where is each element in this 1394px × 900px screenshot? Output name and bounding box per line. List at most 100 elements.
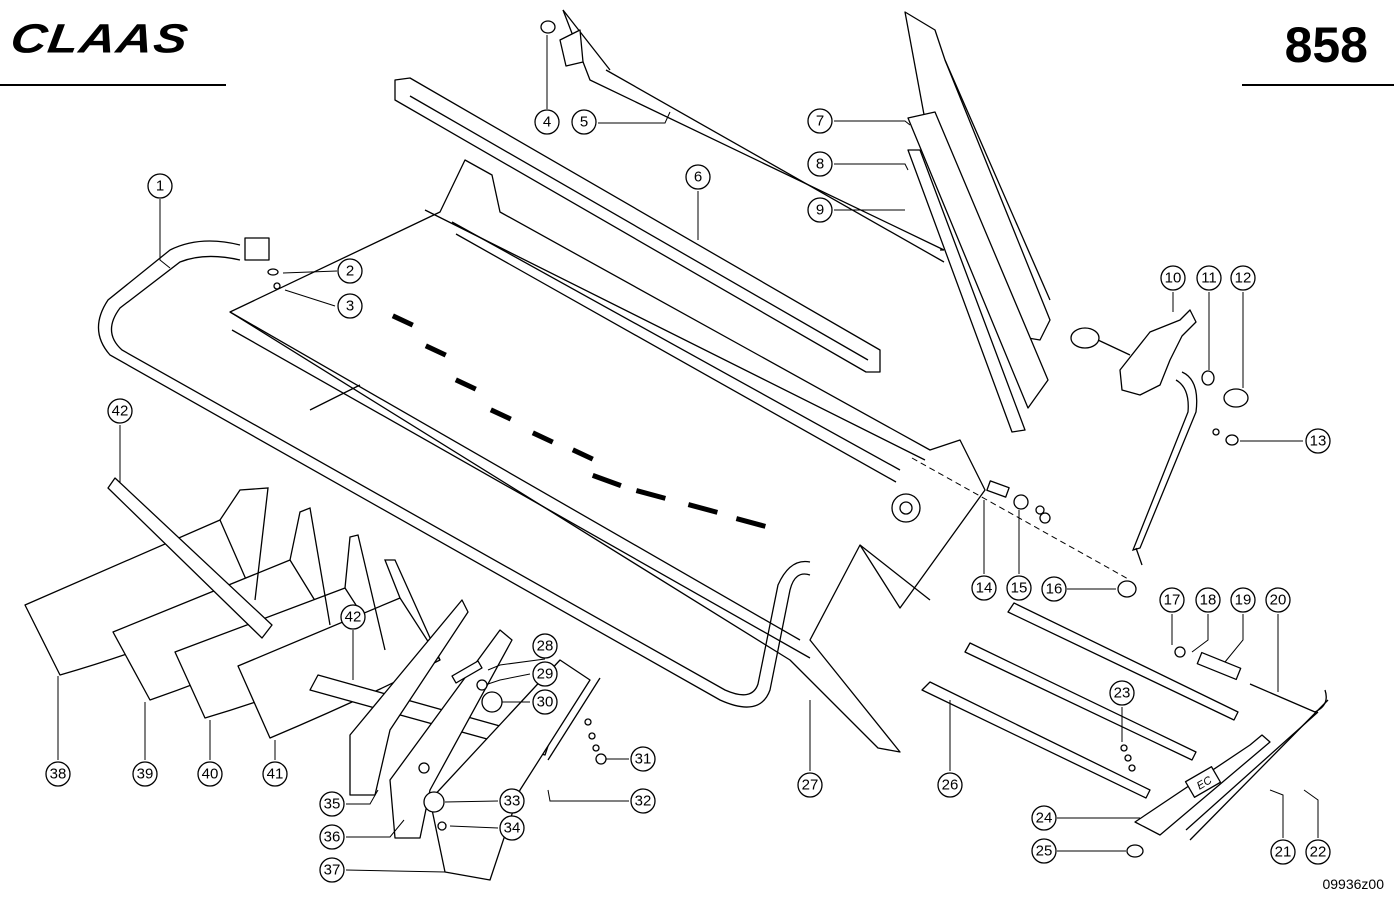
part-24-bracket: EC bbox=[1134, 734, 1271, 836]
callout-9: 9 bbox=[807, 197, 833, 223]
callout-22: 22 bbox=[1305, 839, 1331, 865]
part-26-strip bbox=[921, 681, 1151, 799]
callout-20: 20 bbox=[1265, 587, 1291, 613]
callout-10: 10 bbox=[1160, 265, 1186, 291]
svg-text:28: 28 bbox=[537, 638, 554, 655]
chute-slots bbox=[391, 313, 767, 529]
callout-32: 32 bbox=[630, 788, 656, 814]
svg-text:42: 42 bbox=[345, 609, 362, 626]
callout-2: 2 bbox=[337, 258, 363, 284]
callout-23: 23 bbox=[1109, 680, 1135, 706]
part-13-screw bbox=[1212, 428, 1239, 446]
svg-text:20: 20 bbox=[1270, 592, 1287, 609]
callout-27: 27 bbox=[797, 772, 823, 798]
svg-text:15: 15 bbox=[1011, 580, 1028, 597]
svg-text:2: 2 bbox=[346, 263, 354, 280]
callout-7: 7 bbox=[807, 108, 833, 134]
svg-text:21: 21 bbox=[1275, 844, 1292, 861]
svg-text:14: 14 bbox=[976, 580, 993, 597]
svg-text:31: 31 bbox=[635, 751, 652, 768]
callout-3: 3 bbox=[337, 293, 363, 319]
svg-text:26: 26 bbox=[942, 777, 959, 794]
part-12-knob bbox=[1223, 388, 1249, 408]
svg-text:24: 24 bbox=[1036, 810, 1053, 827]
part-42-strip-top bbox=[107, 477, 273, 639]
svg-text:22: 22 bbox=[1310, 844, 1327, 861]
callout-42-lower: 42 bbox=[340, 604, 366, 630]
callout-38: 38 bbox=[45, 761, 71, 787]
callout-34: 34 bbox=[499, 815, 525, 841]
leader-lines bbox=[57, 35, 1319, 873]
part-16-rod bbox=[1131, 371, 1198, 566]
svg-text:16: 16 bbox=[1046, 581, 1063, 598]
callout-16: 16 bbox=[1041, 576, 1067, 602]
drawing-code: 09936z00 bbox=[1322, 876, 1384, 892]
callout-35: 35 bbox=[319, 791, 345, 817]
svg-text:19: 19 bbox=[1235, 592, 1252, 609]
svg-text:5: 5 bbox=[580, 114, 588, 131]
callout-41: 41 bbox=[262, 761, 288, 787]
page-number: 858 bbox=[1284, 17, 1368, 73]
part-11-washer bbox=[1201, 370, 1215, 386]
callout-1: 1 bbox=[147, 173, 173, 199]
svg-text:32: 32 bbox=[635, 793, 652, 810]
callout-6: 6 bbox=[685, 164, 711, 190]
part-20-rod bbox=[1185, 683, 1329, 841]
svg-text:29: 29 bbox=[537, 666, 554, 683]
svg-text:4: 4 bbox=[543, 114, 551, 131]
svg-text:41: 41 bbox=[267, 766, 284, 783]
part-6-angle-strip bbox=[394, 77, 881, 373]
part-14-15-hardware bbox=[911, 457, 1137, 598]
svg-text:17: 17 bbox=[1164, 592, 1181, 609]
part-27-chute bbox=[229, 159, 986, 753]
part-2-3-fasteners bbox=[244, 237, 281, 290]
svg-text:42: 42 bbox=[112, 403, 129, 420]
svg-text:6: 6 bbox=[694, 169, 702, 186]
svg-text:13: 13 bbox=[1310, 433, 1327, 450]
svg-text:3: 3 bbox=[346, 298, 354, 315]
callout-36: 36 bbox=[319, 824, 345, 850]
callout-37: 37 bbox=[319, 857, 345, 883]
svg-text:33: 33 bbox=[504, 793, 521, 810]
callout-26: 26 bbox=[937, 772, 963, 798]
svg-text:12: 12 bbox=[1235, 270, 1252, 287]
svg-text:37: 37 bbox=[324, 862, 341, 879]
part-23-25-fasteners bbox=[1120, 646, 1186, 858]
svg-text:39: 39 bbox=[137, 766, 154, 783]
callout-30: 30 bbox=[532, 689, 558, 715]
callout-18: 18 bbox=[1195, 587, 1221, 613]
svg-text:30: 30 bbox=[537, 694, 554, 711]
svg-text:34: 34 bbox=[504, 820, 521, 837]
svg-text:36: 36 bbox=[324, 829, 341, 846]
callout-19: 19 bbox=[1230, 587, 1256, 613]
callout-40: 40 bbox=[197, 761, 223, 787]
part-5-frame bbox=[559, 9, 945, 263]
part-4-nut bbox=[540, 20, 556, 34]
callout-42-upper: 42 bbox=[107, 398, 133, 424]
part-10-bracket bbox=[1070, 309, 1197, 396]
callout-5: 5 bbox=[571, 109, 597, 135]
part-19-spring bbox=[1196, 651, 1242, 681]
part-7-8-9-side-seal bbox=[904, 11, 1051, 433]
svg-text:10: 10 bbox=[1165, 270, 1182, 287]
callout-12: 12 bbox=[1230, 265, 1256, 291]
callout-21: 21 bbox=[1270, 839, 1296, 865]
callout-8: 8 bbox=[807, 151, 833, 177]
callout-39: 39 bbox=[132, 761, 158, 787]
callout-17: 17 bbox=[1159, 587, 1185, 613]
callout-14: 14 bbox=[971, 575, 997, 601]
callout-25: 25 bbox=[1031, 838, 1057, 864]
callout-24: 24 bbox=[1031, 805, 1057, 831]
part-strips-upper bbox=[964, 602, 1239, 761]
callout-11: 11 bbox=[1196, 265, 1222, 291]
part-1-handle-bar bbox=[97, 240, 811, 708]
callout-15: 15 bbox=[1006, 575, 1032, 601]
callout-28: 28 bbox=[532, 633, 558, 659]
svg-text:23: 23 bbox=[1114, 685, 1131, 702]
callout-33: 33 bbox=[499, 788, 525, 814]
svg-text:7: 7 bbox=[816, 113, 824, 130]
callout-4: 4 bbox=[534, 109, 560, 135]
svg-text:8: 8 bbox=[816, 156, 824, 173]
